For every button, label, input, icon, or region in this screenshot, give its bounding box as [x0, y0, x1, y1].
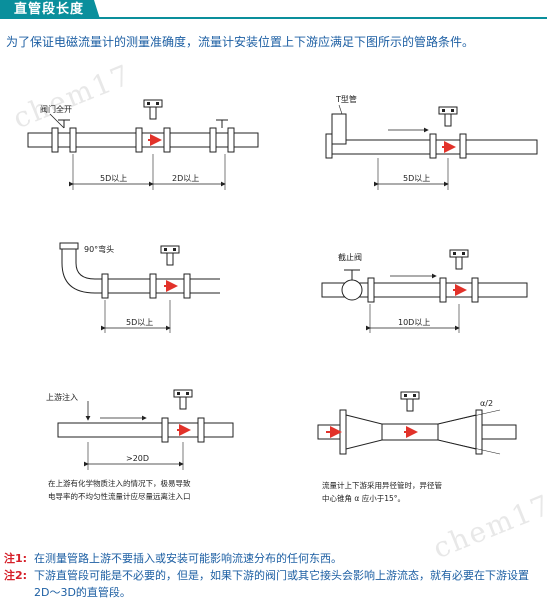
intro-text: 为了保证电磁流量计的测量准确度，流量计安装位置上下游应满足下图所示的管路条件。: [6, 35, 475, 49]
injection-caption-1: 在上游有化学物质注入的情况下，极易导致: [48, 478, 191, 488]
section-header: 直管段长度: [0, 0, 547, 20]
t-pipe-label: T型管: [335, 94, 357, 104]
dim-5d-label: 5D以上: [403, 174, 430, 183]
panel-valve-open: 阀门全开 5D以上 2D以上: [27, 99, 259, 190]
dim-20d-label: >20D: [126, 454, 149, 463]
panel-upstream-injection: 上游注入 >20D 在上游有化学物质注入的情况下，极易导致 电导率的不均匀性流量…: [46, 389, 234, 501]
note-tag: 注2:: [4, 569, 28, 582]
reducer-caption-2: 中心锥角 α 应小于15°。: [322, 493, 405, 503]
dim-5d-label: 5D以上: [126, 318, 153, 327]
note-1: 注1: 在测量管路上游不要插入或安装可能影响流速分布的任何东西。: [4, 550, 544, 567]
note-2: 注2: 下游直管段可能是不必要的，但是，如果下游的阀门或其它接头会影响上游流态，…: [4, 567, 544, 601]
alpha-half-label: α/2: [480, 399, 493, 408]
note-text: 在测量管路上游不要插入或安装可能影响流速分布的任何东西。: [34, 552, 342, 565]
reducer-caption-1: 流量计上下游采用异径管时，异径管: [322, 480, 442, 490]
stop-valve-label: 截止阀: [338, 252, 362, 262]
note-tag: 注1:: [4, 552, 28, 565]
header-tab: [0, 0, 100, 19]
section-title: 直管段长度: [14, 2, 85, 17]
panel-t-pipe: T型管 5D以上: [325, 94, 538, 190]
panel-reducer: α/2 流量计上下游采用异径管时，异径管 中心锥角 α 应小于15°。: [317, 391, 517, 503]
dim-10d-label: 10D以上: [398, 318, 430, 327]
header-rule: [98, 17, 547, 19]
dim-5d-label: 5D以上: [100, 174, 127, 183]
panel-elbow: 90°弯头 5D以上: [59, 242, 220, 333]
dim-2d-label: 2D以上: [172, 174, 199, 183]
elbow-label: 90°弯头: [84, 244, 114, 254]
panel-stop-valve: 截止阀 10D以上: [321, 249, 528, 333]
injection-caption-2: 电导率的不均匀性流量计应尽量远离注入口: [48, 491, 191, 501]
note-text: 下游直管段可能是不必要的，但是，如果下游的阀门或其它接头会影响上游流态，就有必要…: [34, 569, 529, 599]
valve-open-label: 阀门全开: [40, 104, 72, 114]
installation-diagram: 阀门全开 5D以上 2D以上 T型管 5D以上 90°弯头: [27, 94, 538, 503]
notes: 注1: 在测量管路上游不要插入或安装可能影响流速分布的任何东西。 注2: 下游直…: [4, 550, 544, 601]
injection-label: 上游注入: [46, 392, 78, 402]
